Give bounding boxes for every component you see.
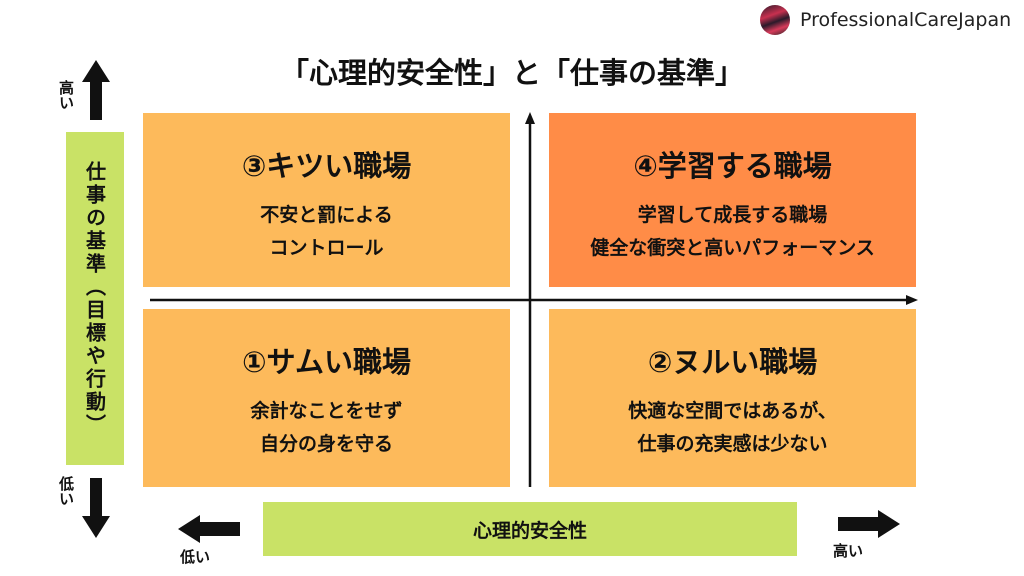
arrow-right-icon	[838, 510, 900, 538]
quadrant-1: ①サムい職場 余計なことをせず 自分の身を守る	[143, 309, 510, 487]
x-axis-low: 低い	[180, 548, 211, 566]
vertical-axis	[525, 112, 535, 487]
quadrant-desc: 余計なことをせず 自分の身を守る	[250, 400, 403, 455]
quadrant-desc: 学習して成長する職場 健全な衝突と高いパフォーマンス	[590, 204, 875, 259]
arrow-up-icon	[82, 60, 110, 120]
quadrant-title: ①サムい職場	[242, 345, 411, 379]
quadrant-title: ②ヌルい職場	[647, 345, 818, 379]
quadrant-2: ②ヌルい職場 快適な空間ではあるが、 仕事の充実感は少ない	[549, 309, 916, 487]
page-title: 「心理的安全性」と「仕事の基準」	[279, 56, 744, 90]
quadrant-desc: 不安と罰による コントロール	[260, 204, 393, 259]
y-axis-low: 低い	[57, 476, 75, 506]
brand: ProfessionalCareJapan	[760, 5, 1011, 35]
quadrant-desc: 快適な空間ではあるが、 仕事の充実感は少ない	[628, 400, 837, 455]
arrow-left-icon	[178, 515, 240, 543]
brand-logo-icon	[760, 5, 790, 35]
quadrant-title: ④学習する職場	[633, 149, 832, 183]
horizontal-axis	[150, 295, 918, 305]
quadrant-3: ③キツい職場 不安と罰による コントロール	[143, 113, 510, 287]
y-axis-high: 高い	[57, 80, 75, 110]
y-axis-label: 仕事の基準（目標や行動）	[82, 160, 107, 437]
y-axis-label-box: 仕事の基準（目標や行動）	[66, 132, 124, 465]
arrow-down-icon	[82, 478, 110, 538]
quadrant-title: ③キツい職場	[241, 149, 412, 183]
x-axis-label-box: 心理的安全性	[263, 502, 797, 556]
brand-name: ProfessionalCareJapan	[800, 9, 1012, 31]
x-axis-high: 高い	[833, 542, 864, 560]
quadrant-4: ④学習する職場 学習して成長する職場 健全な衝突と高いパフォーマンス	[549, 113, 916, 287]
x-axis-label: 心理的安全性	[472, 519, 587, 542]
